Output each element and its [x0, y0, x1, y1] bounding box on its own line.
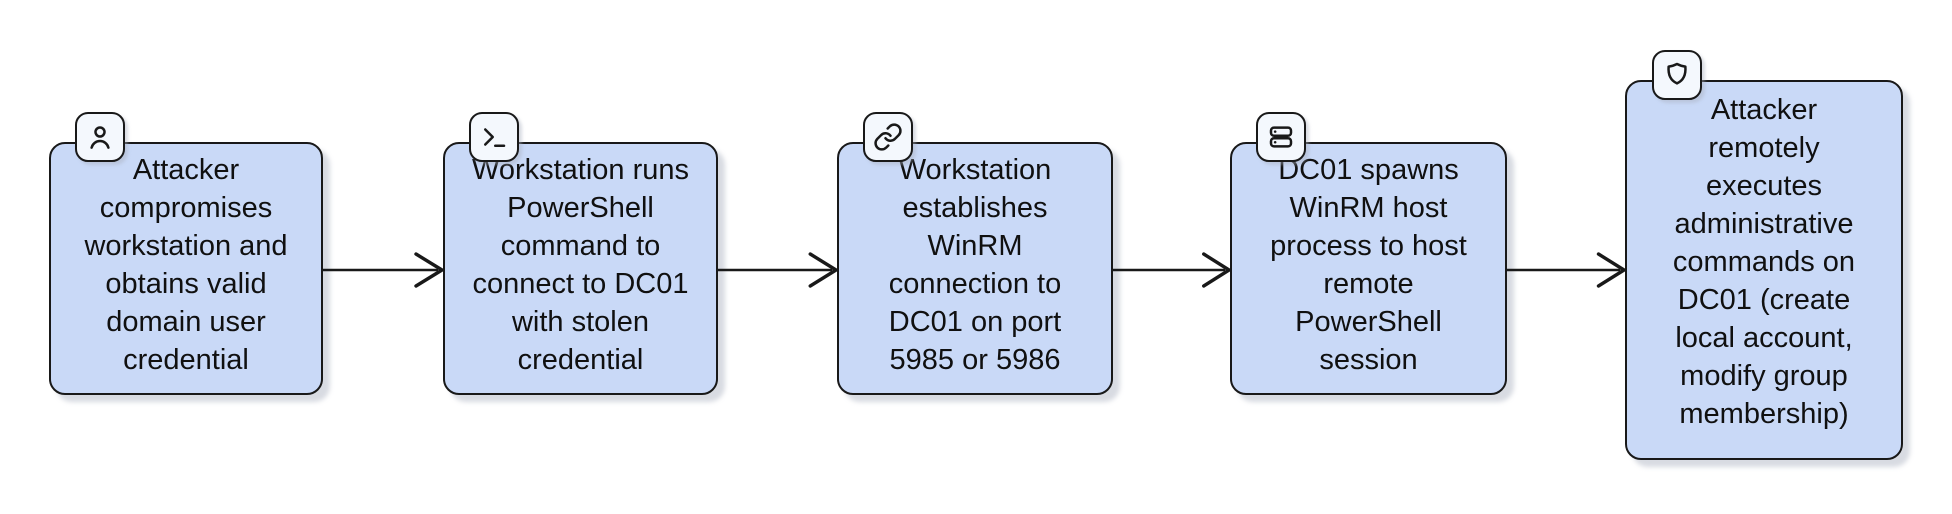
- node-label: Workstation establishes WinRM connection…: [888, 154, 1062, 376]
- link-icon: [874, 123, 902, 151]
- icon-badge: [1256, 112, 1306, 162]
- flow-node-step-2: Workstation runs PowerShell command to c…: [443, 112, 718, 395]
- flow-arrow-3: [1111, 252, 1231, 288]
- flow-arrow-1: [321, 252, 444, 288]
- flow-node-step-5: Attacker remotely executes administrativ…: [1625, 50, 1903, 460]
- icon-badge: [863, 112, 913, 162]
- flow-arrow-4: [1505, 252, 1626, 288]
- flow-node-step-3: Workstation establishes WinRM connection…: [837, 112, 1113, 395]
- server-icon: [1269, 126, 1293, 148]
- node-label: Workstation runs PowerShell command to c…: [471, 154, 690, 376]
- flow-node-step-1: Attacker compromises workstation and obt…: [49, 112, 323, 395]
- node-label: Attacker remotely executes administrativ…: [1672, 94, 1856, 430]
- flow-arrow-2: [716, 252, 838, 288]
- icon-badge: [1652, 50, 1702, 100]
- node-label: DC01 spawns WinRM host process to host r…: [1270, 154, 1467, 376]
- node-label: Attacker compromises workstation and obt…: [84, 154, 288, 376]
- icon-badge: [469, 112, 519, 162]
- terminal-icon: [484, 128, 506, 147]
- flow-node-step-4: DC01 spawns WinRM host process to host r…: [1230, 112, 1507, 395]
- icon-badge: [75, 112, 125, 162]
- user-icon: [90, 126, 110, 149]
- shield-icon: [1667, 62, 1687, 85]
